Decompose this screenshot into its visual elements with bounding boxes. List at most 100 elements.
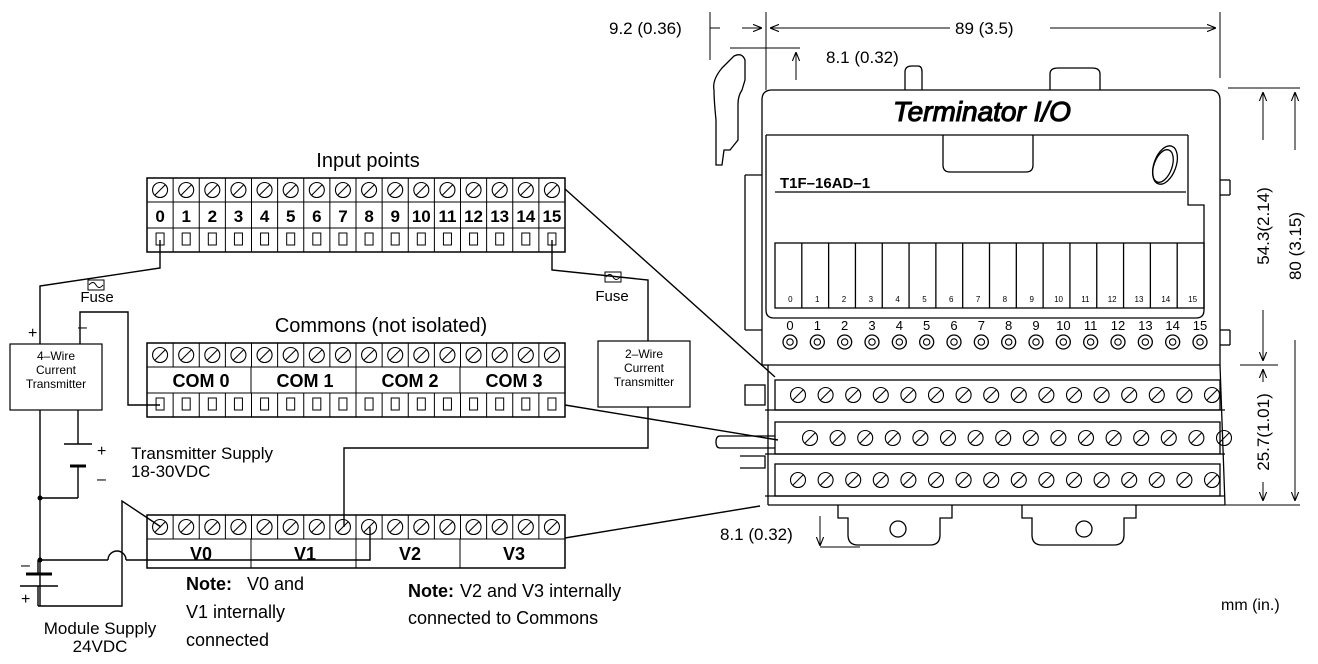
base-screw-row2 [1160, 429, 1177, 447]
input-screw [361, 181, 378, 199]
tx4-plus: + [28, 325, 37, 342]
note1-line1: V0 and [247, 574, 304, 594]
units-note: mm (in.) [1221, 597, 1280, 614]
led-channel-label: 9 [1032, 318, 1039, 333]
commons-screw [204, 346, 221, 364]
led-channel-label: 3 [868, 318, 875, 333]
dim-height-body: 54.3(2.14) [1254, 187, 1273, 265]
led-channel-label: 13 [1138, 318, 1152, 333]
commons-slot [521, 397, 531, 411]
voltage-screw [517, 518, 534, 536]
base-screw-row2 [801, 429, 819, 447]
led-channel-label: 4 [896, 318, 903, 333]
base-screw-row1 [1065, 386, 1083, 404]
input-screw [491, 181, 508, 199]
voltage-screw [465, 518, 482, 536]
voltage-screw [491, 518, 508, 536]
note2-line2: connected to Commons [408, 608, 598, 628]
base-screw-row3 [1148, 471, 1165, 489]
base-screw-row1 [1121, 386, 1138, 404]
commons-screw [178, 346, 195, 364]
base-screw-row1 [817, 386, 834, 404]
commons-slot [469, 397, 479, 411]
dim-height-total: 80 (3.15) [1286, 212, 1305, 280]
commons-screw [517, 346, 534, 364]
module-supply-voltage: 24VDC [73, 637, 128, 656]
voltage-screw [230, 518, 247, 536]
card-channel-label: 0 [788, 295, 793, 304]
input-slot [390, 232, 400, 246]
dim-top-tab: 8.1 (0.32) [826, 48, 899, 67]
commons-screw [465, 346, 482, 364]
input-screw [308, 181, 325, 199]
base-screw-row1 [872, 386, 889, 404]
input-slot [469, 232, 479, 246]
led-channel-label: 7 [978, 318, 985, 333]
status-led [946, 334, 962, 350]
input-slot [260, 232, 270, 246]
card-channel-label: 1 [815, 295, 820, 304]
card-channel-label: 2 [842, 295, 847, 304]
card-channel-label: 5 [922, 295, 927, 304]
input-point-label: 9 [390, 207, 399, 226]
input-point-label: 14 [516, 207, 535, 226]
base-screw-row1 [1203, 386, 1221, 404]
status-led [919, 334, 935, 350]
tx-supply-plus: + [97, 443, 106, 460]
transmitter-2wire [597, 340, 691, 408]
input-point-label: 10 [412, 207, 431, 226]
note2-heading: Note: [408, 581, 454, 601]
status-led [837, 334, 853, 350]
module-supply-plus: + [21, 591, 30, 608]
status-led [1110, 334, 1126, 350]
base-screw-row3 [1121, 471, 1138, 489]
input-point-label: 2 [208, 207, 217, 226]
voltage-screw [178, 518, 195, 536]
commons-slot [547, 397, 557, 411]
commons-slot [390, 397, 400, 411]
base-screw-row1 [927, 386, 945, 404]
card-channel-label: 8 [1003, 295, 1008, 304]
transmitter-2wire-line3: Transmitter [614, 375, 674, 389]
commons-slot [286, 397, 296, 411]
input-slot [233, 232, 243, 246]
module-drawing [713, 54, 1233, 546]
module-supply-label: Module Supply [44, 619, 157, 638]
commons-slot [233, 397, 243, 411]
transmitter-4wire-line1: 4–Wire [37, 349, 75, 363]
voltage-screw [543, 518, 560, 536]
card-channel-label: 15 [1188, 295, 1197, 304]
base-screw-row2 [995, 429, 1012, 447]
status-led [782, 334, 798, 350]
status-led [1165, 334, 1181, 350]
module-model: T1F–16AD–1 [780, 175, 870, 192]
led-channel-label: 5 [923, 318, 930, 333]
commons-slot [207, 397, 217, 411]
commons-slot [312, 397, 322, 411]
input-slot [416, 232, 426, 246]
input-slot [286, 232, 296, 246]
base-screw-row1 [1093, 386, 1110, 404]
voltage-screw [413, 518, 430, 536]
transmitter-2wire-line2: Current [624, 361, 665, 375]
input-point-label: 0 [155, 207, 164, 226]
commons-slot [442, 397, 452, 411]
input-slot [207, 232, 217, 246]
base-screw-row2 [1188, 429, 1205, 447]
base-screw-row1 [1176, 386, 1193, 404]
fuse-right-label: Fuse [595, 288, 628, 305]
input-point-label: 11 [438, 207, 456, 226]
card-channel-label: 11 [1081, 295, 1090, 304]
card-channel-label: 13 [1135, 295, 1144, 304]
base-screw-row2 [1133, 429, 1150, 447]
input-screw [387, 181, 404, 199]
note2-line1: V2 and V3 internally [460, 581, 621, 601]
base-screw-row3 [1038, 471, 1055, 489]
status-led [1001, 334, 1017, 350]
v3-label: V3 [503, 544, 525, 564]
status-led [1028, 334, 1044, 350]
base-screw-row2 [1050, 429, 1067, 447]
com3-label: COM 3 [485, 371, 542, 391]
tx4-minus: – [78, 319, 87, 336]
